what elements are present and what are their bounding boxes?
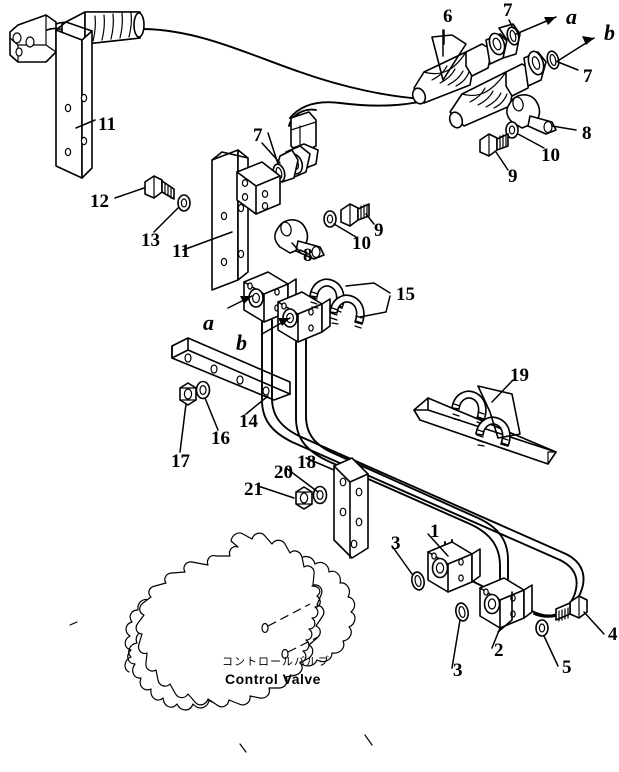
upper-hose-lines — [143, 28, 425, 127]
left-bracket-assembly — [9, 11, 145, 179]
callout-11-bracket-middle: 11 — [172, 241, 190, 262]
callout-7-oring-middle: 7 — [253, 125, 263, 146]
section-arrows — [227, 16, 595, 335]
callout-3-oring-right: 3 — [453, 660, 463, 681]
callout-8-clamp-middle: 8 — [303, 245, 313, 266]
callout-6-hose: 6 — [443, 6, 453, 27]
callout-9-bolt-middle: 9 — [374, 220, 384, 241]
callout-20-washer: 20 — [274, 462, 293, 483]
callout-5-washer: 5 — [562, 657, 572, 678]
control-valve-label-english: Control Valve — [225, 671, 321, 687]
callout-13-washer: 13 — [141, 230, 160, 251]
callout-numbers: 1 2 3 3 4 5 6 7 7 7 8 8 9 9 10 10 11 11 … — [90, 0, 618, 681]
section-mark-a-middle: a — [203, 310, 214, 335]
callout-11-bracket-left: 11 — [98, 114, 116, 135]
callout-17-nut: 17 — [171, 451, 191, 472]
stray-mark — [69, 621, 78, 626]
callout-9-bolt-top: 9 — [508, 166, 518, 187]
callout-14-plate: 14 — [239, 411, 259, 432]
callout-18-plate: 18 — [297, 452, 316, 473]
control-valve-label: コントロールバルブ Control Valve — [222, 654, 330, 687]
callout-2-flange-lower: 2 — [494, 640, 504, 661]
middle-elbow-assembly — [144, 111, 370, 291]
section-mark-labels: a b a b — [203, 4, 615, 355]
callout-1-flange-upper: 1 — [430, 521, 440, 542]
callout-8-clamp-top: 8 — [582, 123, 592, 144]
section-mark-a-top: a — [566, 4, 577, 29]
control-valve-label-japanese: コントロールバルブ — [222, 654, 330, 668]
callout-7-oring-top-b: 7 — [583, 66, 593, 87]
center-flange-assembly — [243, 271, 391, 343]
top-right-hose-assembly — [411, 23, 560, 157]
u-bolt-clamp-19 — [413, 385, 557, 465]
section-mark-b-top: b — [604, 20, 615, 45]
callout-10-washer-top: 10 — [541, 145, 560, 166]
plate-18-assembly — [295, 457, 369, 559]
bottom-flange-assembly — [411, 541, 588, 637]
callout-3-oring-left: 3 — [391, 533, 401, 554]
leader-lines — [75, 19, 605, 669]
callout-21-nut: 21 — [244, 479, 263, 500]
callout-10-washer-middle: 10 — [352, 233, 371, 254]
callout-19-u-bolt-clamp: 19 — [510, 365, 529, 386]
control-valve-body — [135, 532, 373, 753]
section-mark-b-middle: b — [236, 330, 247, 355]
plate-14-assembly — [171, 337, 291, 406]
callout-4-bolt: 4 — [608, 624, 618, 645]
callout-7-oring-top-a: 7 — [503, 0, 513, 21]
callout-16-washer: 16 — [211, 428, 230, 449]
callout-12-bolt: 12 — [90, 191, 109, 212]
callout-15-u-bolt: 15 — [396, 284, 415, 305]
